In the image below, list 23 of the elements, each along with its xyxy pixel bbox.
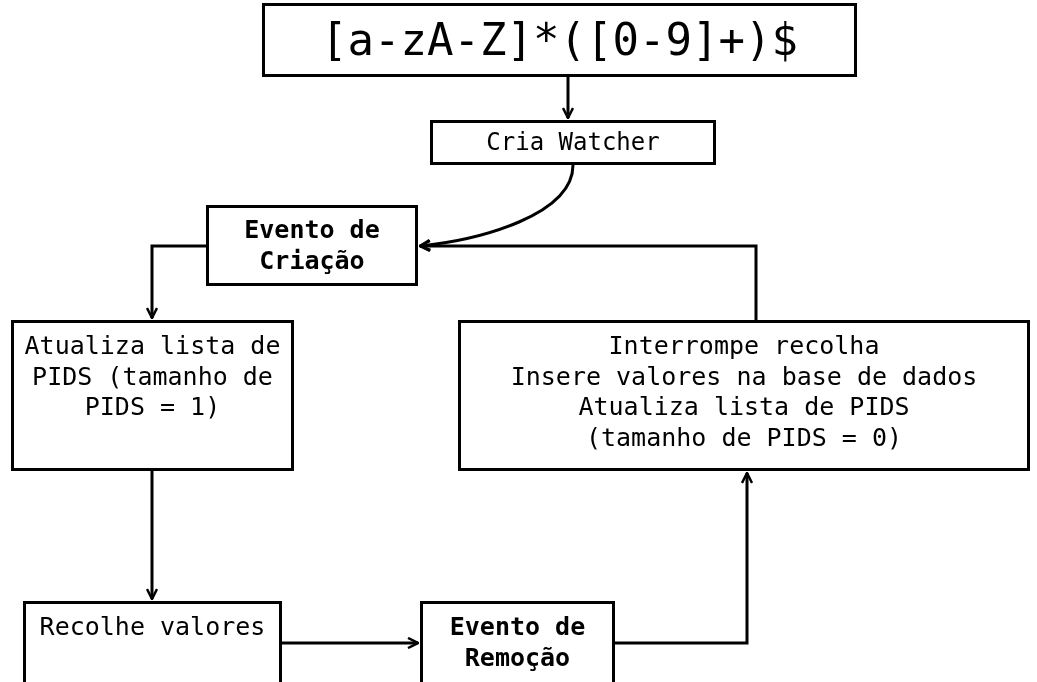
process-box [23, 601, 282, 682]
node-text: Cria Watcher [486, 127, 660, 158]
arrow [561, 77, 575, 120]
arrow [615, 471, 754, 645]
node-text: Evento de Remoção [448, 612, 587, 673]
process-box [11, 320, 294, 471]
node-text: (tamanho de PIDS = 0) [585, 422, 903, 453]
node-text: Recolhe valores [39, 612, 266, 643]
node-text: Evento de Criação [243, 215, 381, 276]
node-text: [a-zA-Z]*([0-9]+)$ [321, 13, 798, 67]
arrow [145, 244, 206, 320]
node-text: Atualiza lista de PIDS (tamanho de PIDS = 1) [23, 331, 282, 423]
event-box [420, 601, 615, 682]
arrow [282, 636, 420, 650]
event-box [206, 205, 418, 286]
process-box [430, 120, 716, 165]
process-box [458, 320, 1030, 471]
node-text: Interrompe recolha [608, 331, 880, 362]
title-box [262, 3, 857, 77]
arrow [418, 239, 758, 320]
node-text: Atualiza lista de PIDS [578, 392, 910, 423]
arrow [145, 471, 159, 601]
node-text: Insere valores na base de dados [510, 361, 978, 392]
